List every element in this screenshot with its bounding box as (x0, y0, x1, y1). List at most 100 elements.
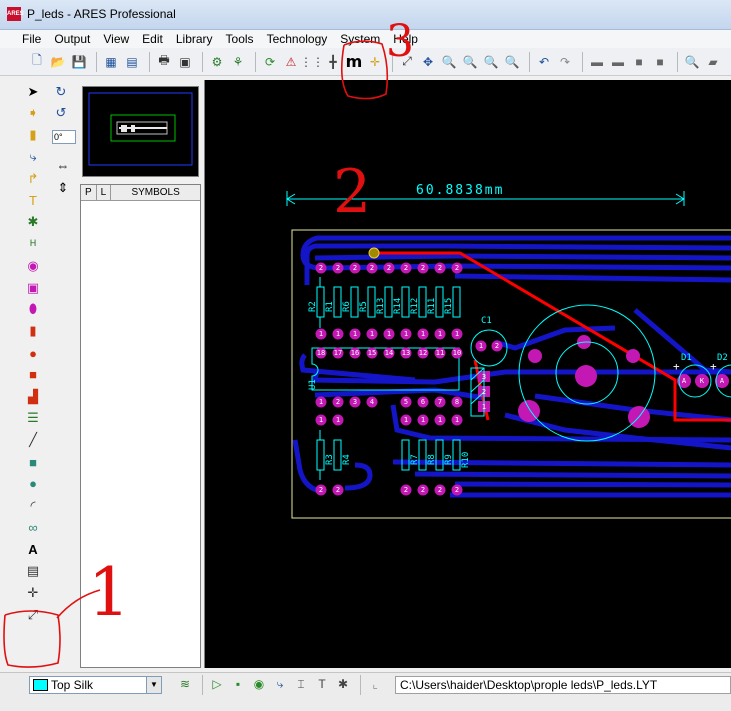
tab-pick[interactable]: P (81, 185, 97, 200)
arc-2d-icon[interactable]: ◜ (30, 497, 36, 513)
svg-text:R7: R7 (410, 454, 420, 465)
menu-tools[interactable]: Tools (225, 32, 254, 46)
measure-icon[interactable]: ⌶ (297, 676, 305, 691)
zoom-all-icon[interactable]: 🔍 (483, 54, 499, 69)
svg-text:2: 2 (319, 264, 323, 272)
flip-icon[interactable]: ⚠ (285, 54, 297, 69)
metric-toggle-icon[interactable]: m (345, 52, 363, 71)
dil-pad-icon[interactable]: ⬮ (28, 301, 38, 317)
new-file-icon[interactable]: 🗋 (32, 53, 42, 67)
track-mode-icon[interactable]: ⤷ (29, 148, 37, 164)
route-icon[interactable]: ⤷ (276, 676, 284, 691)
menu-view[interactable]: View (103, 32, 130, 46)
import-icon[interactable]: ▦ (105, 54, 117, 69)
rotate-anticlockwise-icon[interactable]: ↺ (55, 105, 67, 121)
pcb-editing-canvas[interactable]: 60.8838mm (204, 80, 731, 668)
layers-icon[interactable]: ≋ (179, 677, 191, 691)
menu-edit[interactable]: Edit (142, 32, 163, 46)
square-pad-icon[interactable]: ▣ (26, 279, 40, 295)
ratsnest-toggle-icon[interactable]: ◉ (253, 677, 265, 691)
save-icon[interactable]: 💾 (71, 54, 87, 69)
auto-route-icon[interactable]: ▷ (212, 677, 222, 691)
dimension-measurement[interactable]: 60.8838mm (286, 183, 685, 206)
block-rotate-icon[interactable]: ■ (635, 54, 643, 69)
export-icon[interactable]: ▤ (126, 54, 138, 69)
package-mode-icon[interactable]: ▮ (29, 127, 37, 143)
block-copy-icon[interactable]: ▬ (591, 54, 603, 69)
line-2d-icon[interactable]: ╱ (29, 432, 37, 448)
via-mode-icon[interactable]: ↱ (27, 170, 39, 186)
annotation-three: 3 (386, 16, 414, 67)
svg-text:K: K (700, 377, 705, 385)
symbol-2d-icon[interactable]: ▤ (26, 563, 40, 579)
box-2d-icon[interactable]: ■ (29, 454, 37, 470)
round-pad-icon[interactable]: ◉ (27, 257, 39, 273)
print-area-icon[interactable]: ▣ (179, 54, 191, 69)
connect-icon[interactable]: ✱ (337, 677, 349, 691)
pick-device-icon[interactable]: 🔍 (684, 54, 700, 69)
chevron-down-icon[interactable]: ▼ (146, 677, 161, 693)
svg-text:2: 2 (482, 388, 486, 396)
overview-window[interactable] (82, 86, 199, 177)
path-2d-icon[interactable]: ∞ (28, 519, 38, 535)
svg-text:R2: R2 (308, 301, 318, 312)
via (368, 247, 380, 259)
toolbar-separator (529, 51, 530, 72)
circle-smd-pad-icon[interactable]: ● (29, 345, 37, 361)
mirror-x-icon[interactable]: ⇔ (56, 158, 70, 173)
mirror-y-icon[interactable]: ⇕ (57, 179, 69, 195)
block-move-icon[interactable]: ▬ (612, 54, 624, 69)
rotation-angle-field[interactable]: 0° (52, 130, 76, 144)
zoom-out-icon[interactable]: 🔍 (462, 54, 478, 69)
svg-text:R5: R5 (359, 301, 369, 312)
svg-text:1: 1 (353, 330, 357, 338)
auto-place-icon[interactable]: ▪ (235, 677, 241, 691)
zone-icon[interactable]: T (318, 677, 326, 691)
library-icon[interactable]: ⚘ (232, 54, 244, 69)
pan-icon[interactable]: ✥ (422, 54, 434, 69)
zone-mode-icon[interactable]: T (29, 192, 37, 208)
undo-icon[interactable]: ↶ (538, 54, 550, 69)
svg-text:2: 2 (455, 486, 459, 494)
selection-mode-icon[interactable]: ➤ (27, 83, 39, 99)
svg-text:1: 1 (455, 416, 459, 424)
snap-icon[interactable]: ⤢ (402, 54, 412, 68)
snap-toggle-icon[interactable]: ⌞ (372, 677, 378, 691)
square-smd-pad-icon[interactable]: ■ (29, 367, 37, 383)
zoom-area-icon[interactable]: 🔍 (504, 54, 520, 69)
text-2d-icon[interactable]: A (28, 541, 38, 557)
make-package-icon[interactable]: ▰ (708, 54, 718, 69)
tab-library[interactable]: L (97, 185, 112, 200)
rotate-clockwise-icon[interactable]: ↻ (55, 83, 67, 99)
zoom-in-icon[interactable]: 🔍 (441, 54, 457, 69)
svg-text:C1: C1 (481, 316, 492, 326)
menu-file[interactable]: File (22, 32, 42, 46)
ic-outline (311, 347, 460, 391)
menu-library[interactable]: Library (175, 32, 213, 46)
layer-selector[interactable]: Top Silk ▼ (29, 676, 162, 694)
polygon-pad-icon[interactable]: ▟ (28, 388, 38, 404)
svg-text:1: 1 (404, 330, 408, 338)
grid-icon[interactable]: ⋮⋮ (300, 54, 324, 69)
refresh-icon[interactable]: ⟳ (264, 54, 276, 69)
menu-help[interactable]: Help (393, 32, 418, 46)
netlist-icon[interactable]: ⚙ (211, 54, 223, 69)
dimension-mode-icon[interactable]: ⤢ (27, 606, 39, 622)
connectivity-mode-icon[interactable]: ᴴ (30, 236, 36, 252)
origin-icon[interactable]: ╋ (329, 54, 337, 69)
component-mode-icon[interactable]: ➧ (27, 105, 39, 121)
menu-output[interactable]: Output (54, 32, 91, 46)
edge-pad-icon[interactable]: ▮ (29, 323, 37, 339)
redo-icon[interactable]: ↷ (559, 54, 571, 69)
menu-technology[interactable]: Technology (266, 32, 328, 46)
circle-2d-icon[interactable]: ● (29, 476, 37, 492)
ratsnest-mode-icon[interactable]: ✱ (27, 214, 39, 230)
marker-2d-icon[interactable]: ✛ (27, 584, 39, 600)
print-icon[interactable]: 🖶 (158, 53, 170, 67)
open-folder-icon[interactable]: 📂 (50, 54, 66, 69)
padstack-icon[interactable]: ☰ (27, 410, 39, 426)
pan-cursor-icon[interactable]: ✛ (369, 54, 381, 69)
block-delete-icon[interactable]: ■ (656, 54, 664, 69)
svg-text:2: 2 (455, 264, 459, 272)
svg-text:R10: R10 (461, 452, 471, 468)
